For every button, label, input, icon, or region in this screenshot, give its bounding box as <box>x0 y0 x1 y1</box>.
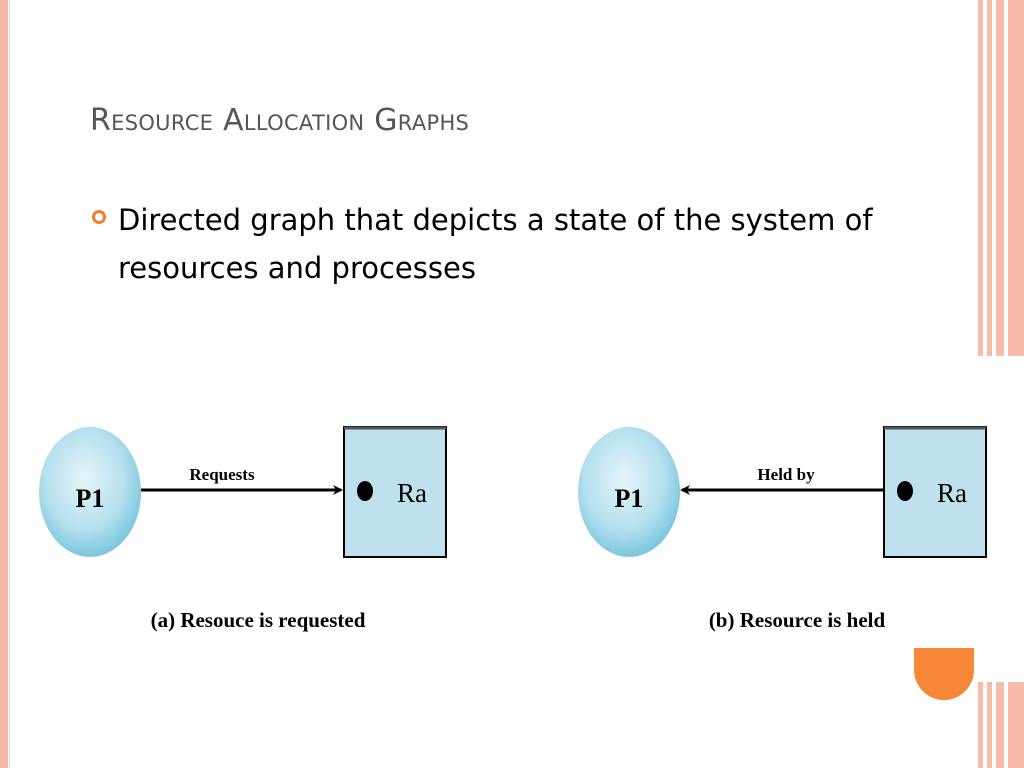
right-stripe-1 <box>978 0 983 356</box>
resource-label-a: Ra <box>397 478 427 508</box>
right-stripe-2 <box>987 0 992 356</box>
resource-label-b: Ra <box>937 478 967 508</box>
resource-instance-dot-a <box>357 481 373 501</box>
resource-allocation-diagram: P1 Requests Ra (a) Resouce is requested … <box>39 426 987 632</box>
left-border-stripe <box>0 0 8 768</box>
edge-label-a: Requests <box>189 465 255 484</box>
edge-label-b: Held by <box>757 465 815 484</box>
process-node-b <box>578 427 680 557</box>
bullet-text: Directed graph that depicts a state of t… <box>118 203 873 285</box>
caption-b: (b) Resource is held <box>709 608 886 632</box>
panel-b: P1 Held by Ra (b) Resource is held <box>578 426 987 632</box>
process-label-a: P1 <box>76 484 105 513</box>
panel-a: P1 Requests Ra (a) Resouce is requested <box>39 426 447 632</box>
left-border-thin-line <box>9 0 10 768</box>
caption-a: (a) Resouce is requested <box>151 608 366 632</box>
right-stripe-7 <box>996 682 1004 768</box>
right-stripe-6 <box>987 682 992 768</box>
right-stripe-8 <box>1008 682 1024 768</box>
right-stripe-3 <box>996 0 1004 356</box>
resource-instance-dot-b <box>897 481 913 501</box>
right-stripe-4 <box>1008 0 1024 356</box>
decorative-accent-circle <box>914 648 974 700</box>
ring-bullet-icon <box>92 210 106 224</box>
slide-title: Resource Allocation Graphs <box>90 103 470 138</box>
process-node-a <box>39 427 141 557</box>
process-label-b: P1 <box>615 484 644 513</box>
right-stripe-5 <box>978 682 983 768</box>
